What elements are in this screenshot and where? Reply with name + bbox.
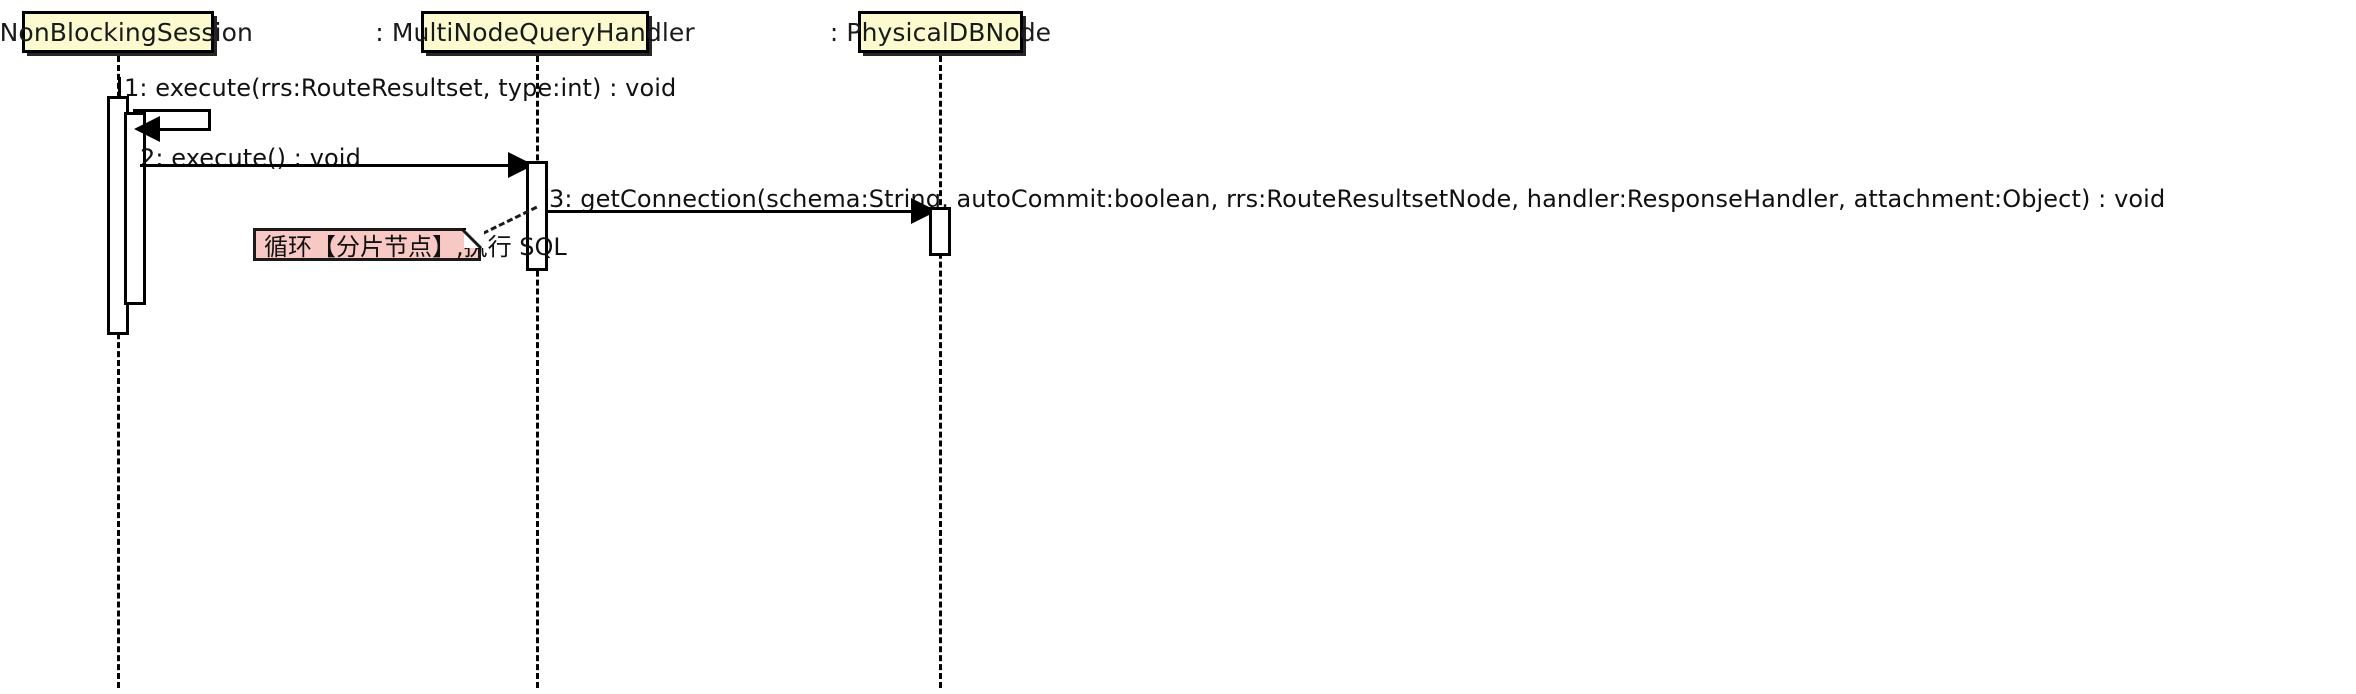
lifeline-label-physicaldbnode: : PhysicalDBNode <box>829 17 1052 47</box>
activation-bar-multinodequeryhandler <box>526 161 548 271</box>
lifeline-head-nonblockingsession[interactable]: : NonBlockingSession <box>0 11 253 53</box>
message-2-label[interactable]: 2: execute() : void <box>140 144 361 172</box>
message-1-self-bottom-segment <box>160 128 211 131</box>
note-fold-tick <box>463 228 466 230</box>
message-1-self-top-segment <box>133 109 211 112</box>
message-1-tick <box>118 77 121 99</box>
note-loop-shard-nodes-text: 循环【分片节点】,执行 SQL <box>264 233 567 261</box>
message-3-line <box>548 210 933 213</box>
lifeline-line-physicaldbnode <box>939 56 942 688</box>
note-fold-mask <box>464 228 484 248</box>
lifeline-head-multinodequeryhandler[interactable]: : MultiNodeQueryHandler <box>375 11 695 53</box>
message-1-arrowhead <box>134 116 160 142</box>
message-1-label[interactable]: 1: execute(rrs:RouteResultset, type:int)… <box>124 74 677 102</box>
message-1-self-right-segment <box>208 109 211 130</box>
lifeline-head-physicaldbnode[interactable]: : PhysicalDBNode <box>830 11 1051 53</box>
note-loop-shard-nodes[interactable]: 循环【分片节点】,执行 SQL <box>253 228 567 261</box>
lifeline-label-nonblockingsession: : NonBlockingSession <box>0 17 253 47</box>
message-3-label[interactable]: 3: getConnection(schema:String, autoComm… <box>549 185 2166 213</box>
message-2-line <box>140 164 530 167</box>
activation-bar-nonblockingsession-inner <box>124 112 146 305</box>
lifeline-label-multinodequeryhandler: : MultiNodeQueryHandler <box>375 17 695 47</box>
activation-bar-physicaldbnode <box>929 207 951 256</box>
lifeline-line-multinodequeryhandler <box>536 56 539 688</box>
lifeline-line-nonblockingsession <box>117 56 120 688</box>
